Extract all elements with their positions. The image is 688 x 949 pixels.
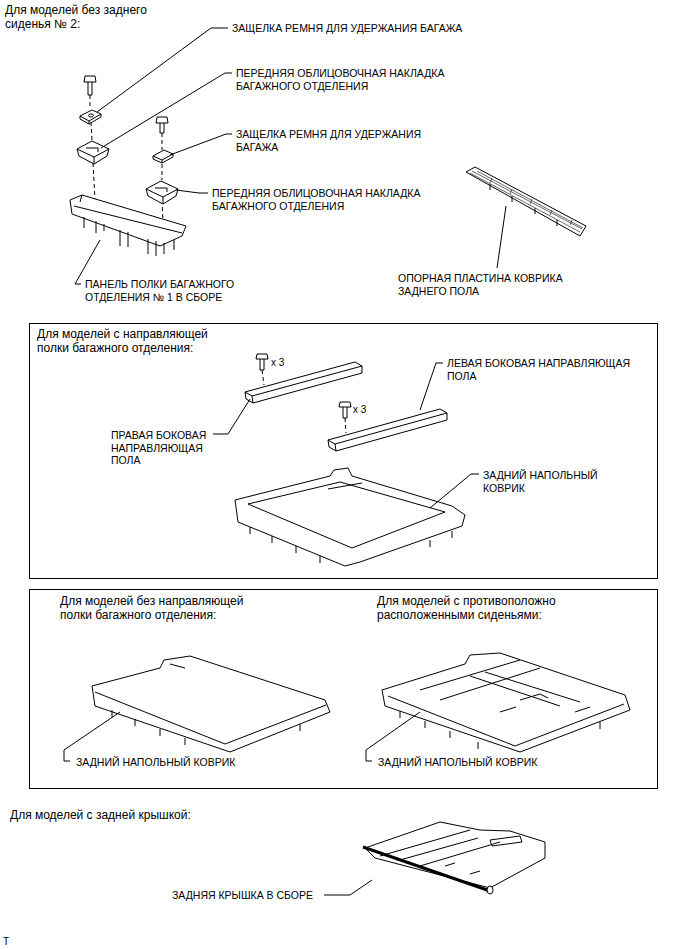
clip <box>80 110 101 124</box>
leader-line <box>213 399 250 434</box>
region-box: Для моделей с направляющей полки багажно… <box>29 323 658 579</box>
leader-line <box>324 880 372 895</box>
clip-hole <box>89 114 94 117</box>
leader-line <box>64 712 120 761</box>
part-label: ЗАДНИЙ НАПОЛЬНЫЙ КОВРИК <box>76 756 235 769</box>
leader-line <box>430 474 479 508</box>
part-label: ЗАДНИЙ НАПОЛЬНЫЙ КОВРИК <box>483 469 623 494</box>
bolt <box>84 76 96 95</box>
leader-line <box>366 712 420 761</box>
part-label: ПРАВАЯ БОКОВАЯ НАПРАВЛЯЮЩАЯ ПОЛА <box>111 429 221 467</box>
part-label: ПАНЕЛЬ ПОЛКИ БАГАЖНОГО ОТДЕЛЕНИЯ № 1 В С… <box>85 278 260 303</box>
part-label: ЗАЩЕЛКА РЕМНЯ ДЛЯ УДЕРЖАНИЯ БАГАЖА <box>236 128 441 153</box>
leader-line <box>497 206 506 268</box>
part-label: x 3 <box>271 357 284 369</box>
part-label: Для моделей с противоположно расположенн… <box>377 594 577 623</box>
left-rail <box>328 409 447 451</box>
mat-pins <box>250 527 452 563</box>
plate-hatch <box>470 171 583 232</box>
part-label: ПЕРЕДНЯЯ ОБЛИЦОВОЧНАЯ НАКЛАДКА БАГАЖНОГО… <box>212 187 440 212</box>
leader-line <box>176 190 208 193</box>
part-label: ОПОРНАЯ ПЛАСТИНА КОВРИКА ЗАДНЕГО ПОЛА <box>398 272 584 297</box>
floor-mat <box>382 653 630 752</box>
floor-mat <box>235 468 465 566</box>
part-label: x 3 <box>353 404 366 416</box>
cover <box>77 141 109 164</box>
bolt <box>156 117 168 133</box>
leader-line <box>420 363 443 410</box>
support-plate <box>466 167 586 236</box>
part-label: T <box>3 936 9 948</box>
leader-line <box>170 134 232 155</box>
cover <box>146 181 178 204</box>
bolt <box>256 354 268 370</box>
part-label: Для моделей без заднего сиденья № 2: <box>5 3 155 32</box>
part-label: ЗАДНИЙ НАПОЛЬНЫЙ КОВРИК <box>378 756 537 769</box>
cover-roller <box>363 847 490 891</box>
mat-edge <box>95 664 326 744</box>
part-label: ЗАДНЯЯ КРЫШКА В СБОРЕ <box>172 889 313 902</box>
leader-line <box>75 240 100 284</box>
plate-tabs <box>490 184 557 226</box>
region-box: Для моделей без направляющей полки багаж… <box>29 589 658 789</box>
region-heading: Для моделей с направляющей полки багажно… <box>37 327 225 356</box>
mat-pins <box>112 710 300 745</box>
mat-pins <box>400 711 600 749</box>
clip <box>153 150 173 163</box>
dash-line <box>162 133 163 222</box>
cover-detail <box>380 830 522 874</box>
right-rail <box>245 362 362 403</box>
part-label: ЛЕВАЯ БОКОВАЯ НАПРАВЛЯЮЩАЯ ПОЛА <box>447 357 652 382</box>
dash-line <box>345 418 346 433</box>
region-heading: Для моделей без направляющей полки багаж… <box>60 594 256 623</box>
floor-mat <box>92 656 330 752</box>
panel-pins <box>84 217 174 256</box>
part-label: ЗАЩЕЛКА РЕМНЯ ДЛЯ УДЕРЖАНИЯ БАГАЖА <box>232 22 462 35</box>
dash-line <box>262 370 264 385</box>
part-label: ПЕРЕДНЯЯ ОБЛИЦОВОЧНАЯ НАКЛАДКА БАГАЖНОГО… <box>236 67 464 92</box>
mat-ribs <box>388 660 624 746</box>
leader-line <box>101 73 232 148</box>
part-label: Для моделей с задней крышкой: <box>10 808 191 822</box>
bolt <box>339 402 351 418</box>
roller-end <box>487 886 493 894</box>
leader-line <box>97 28 228 112</box>
mat-inner <box>248 482 445 548</box>
